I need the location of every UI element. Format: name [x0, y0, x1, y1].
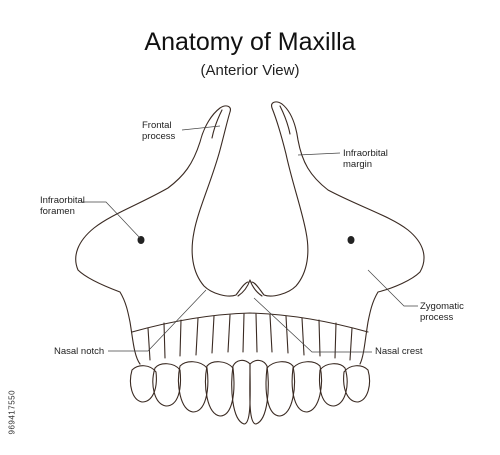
tooth-root-lines	[147, 313, 353, 361]
diagram-title: Anatomy of Maxilla	[144, 28, 356, 56]
alveolar-ridge	[131, 312, 369, 333]
leader-frontal-process	[181, 125, 221, 131]
leader-nasal-crest	[253, 297, 372, 353]
leader-infraorbital-foramen	[82, 201, 141, 239]
maxilla-right-outline	[251, 101, 425, 365]
teeth-row	[129, 359, 371, 425]
frontal-process-edge	[211, 109, 223, 139]
maxilla-left-outline	[75, 105, 249, 365]
leader-infraorbital-margin	[297, 152, 341, 156]
leader-zygomatic-process	[367, 269, 418, 307]
infraorbital-foramen-right	[347, 236, 355, 244]
leader-nasal-notch	[108, 289, 207, 352]
label-nasal-crest: Nasal crest	[375, 346, 423, 357]
frontal-process-edge	[279, 105, 291, 135]
diagram-subtitle: (Anterior View)	[200, 62, 300, 79]
nasal-spine	[237, 279, 263, 297]
infraorbital-foramen-left	[137, 236, 145, 244]
label-nasal-notch: Nasal notch	[54, 346, 105, 357]
stock-id-text: 969417550	[7, 389, 17, 435]
